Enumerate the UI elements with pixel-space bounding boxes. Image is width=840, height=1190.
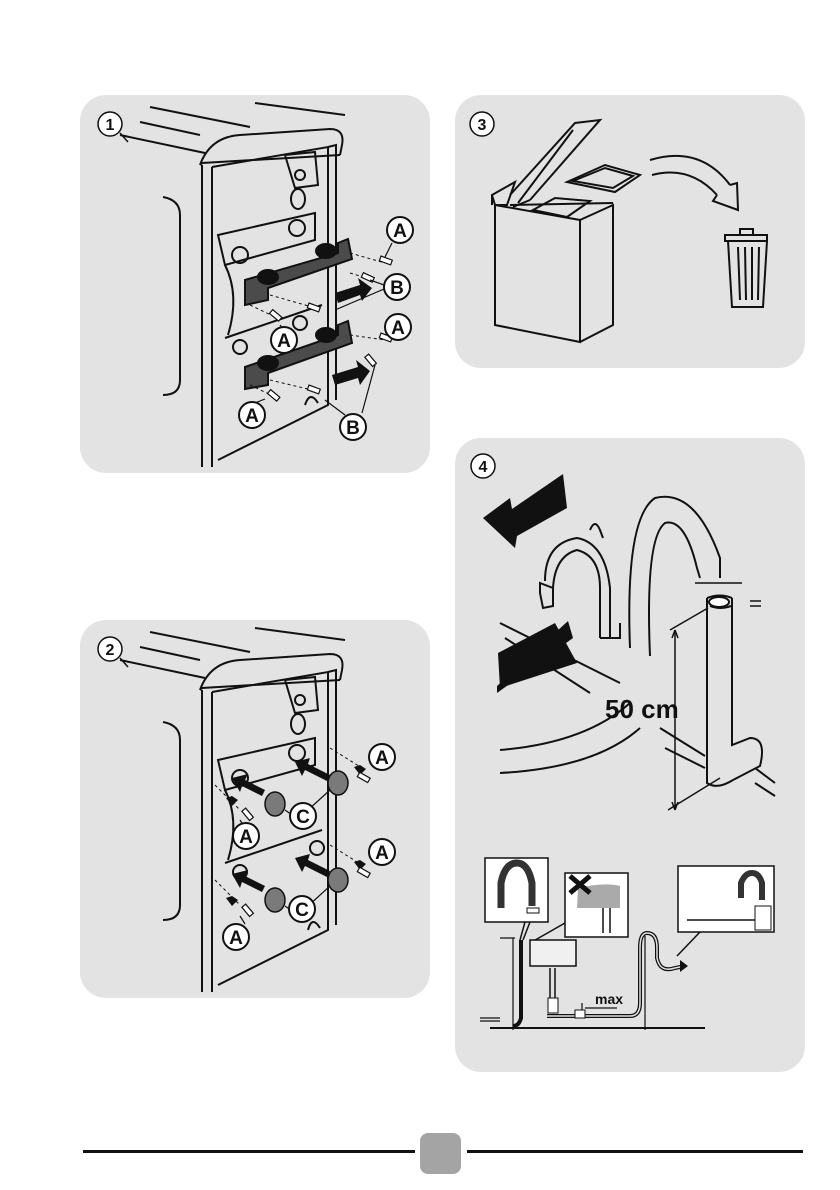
footer-rule-left	[83, 1150, 415, 1153]
callout-b: B	[346, 418, 360, 439]
callout-c: C	[295, 900, 309, 921]
figure-step-2: C A A C A A 2	[80, 620, 430, 998]
footer-rule-right	[467, 1150, 803, 1153]
callout-b: B	[390, 278, 404, 299]
illustration-remove-packaging: 3	[455, 95, 805, 368]
callout-a: A	[245, 406, 259, 427]
step-number: 3	[478, 117, 487, 134]
page-number-box	[420, 1133, 461, 1174]
equals-label: =	[751, 597, 760, 614]
callout-a: A	[391, 318, 405, 339]
step-number: 1	[106, 117, 115, 134]
figure-step-3: 3	[455, 95, 805, 368]
illustration-remove-brackets: A B A A A B 1	[80, 95, 430, 473]
step-number: 4	[479, 459, 488, 476]
callout-a: A	[277, 331, 291, 352]
figure-step-4: 50 cm 4	[455, 438, 805, 1072]
height-label: 50 cm	[605, 694, 679, 724]
callout-c: C	[296, 807, 310, 828]
callout-a: A	[375, 748, 389, 769]
arrow-left-icon	[483, 474, 567, 548]
callout-a: A	[229, 928, 243, 949]
illustration-drain-hose: 50 cm 4	[455, 438, 805, 1072]
max-label: max	[595, 991, 623, 1007]
callout-a: A	[393, 221, 407, 242]
illustration-insert-plugs: C A A C A A 2	[80, 620, 430, 998]
step-number: 2	[106, 642, 115, 659]
callout-a: A	[375, 843, 389, 864]
figure-step-1: A B A A A B 1	[80, 95, 430, 473]
callout-a: A	[239, 827, 253, 848]
